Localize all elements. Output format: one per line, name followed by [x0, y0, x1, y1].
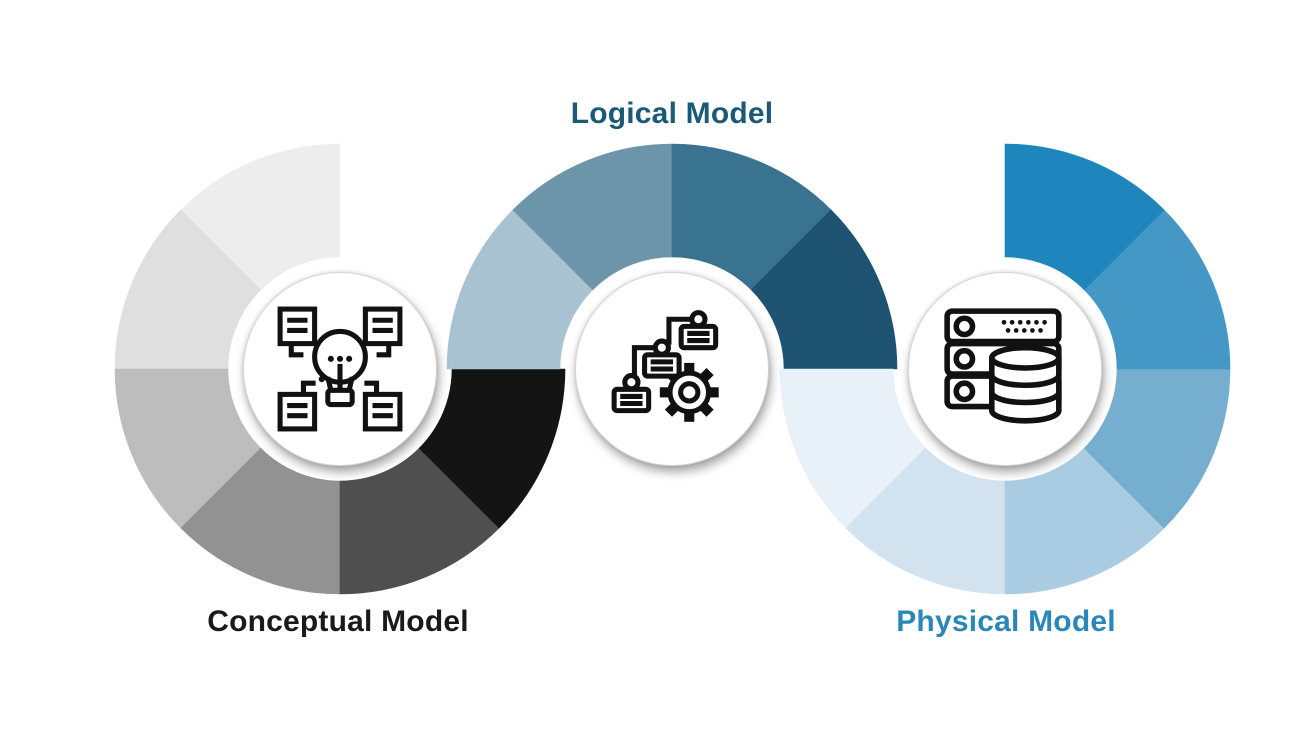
stage-label-logical: Logical Model — [570, 97, 774, 130]
ring-segment — [671, 143, 832, 291]
ring-segment — [339, 447, 500, 595]
ring-segment — [1083, 209, 1231, 370]
ring-segment — [512, 143, 673, 291]
ring-segment — [114, 209, 262, 370]
ring-segment — [1004, 143, 1165, 291]
idea-mindmap-icon — [277, 306, 403, 432]
stage-disc-physical — [908, 272, 1102, 466]
stage-label-conceptual: Conceptual Model — [207, 605, 469, 638]
ring-segment — [418, 368, 566, 529]
ring-segment — [750, 209, 898, 370]
ring-segment — [1004, 447, 1165, 595]
ring-segment — [845, 447, 1006, 595]
ring-segment — [180, 143, 341, 291]
ring-segment — [180, 447, 341, 595]
stage-disc-conceptual — [243, 272, 437, 466]
ring-segment — [446, 209, 594, 370]
ring-segment — [779, 368, 927, 529]
ring-segment — [114, 368, 262, 529]
database-server-icon — [944, 308, 1062, 424]
stage-label-physical: Physical Model — [896, 605, 1116, 638]
ring-segment — [1083, 368, 1231, 529]
process-gear-icon — [611, 310, 719, 422]
stage-disc-logical — [575, 272, 769, 466]
